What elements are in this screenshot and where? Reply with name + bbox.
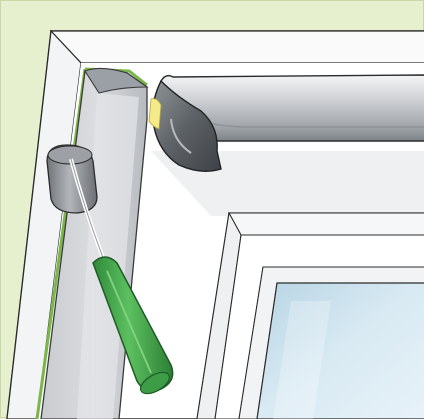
inner-sash-bevel-top	[229, 213, 424, 235]
outer-frame-top-bevel	[51, 31, 424, 63]
